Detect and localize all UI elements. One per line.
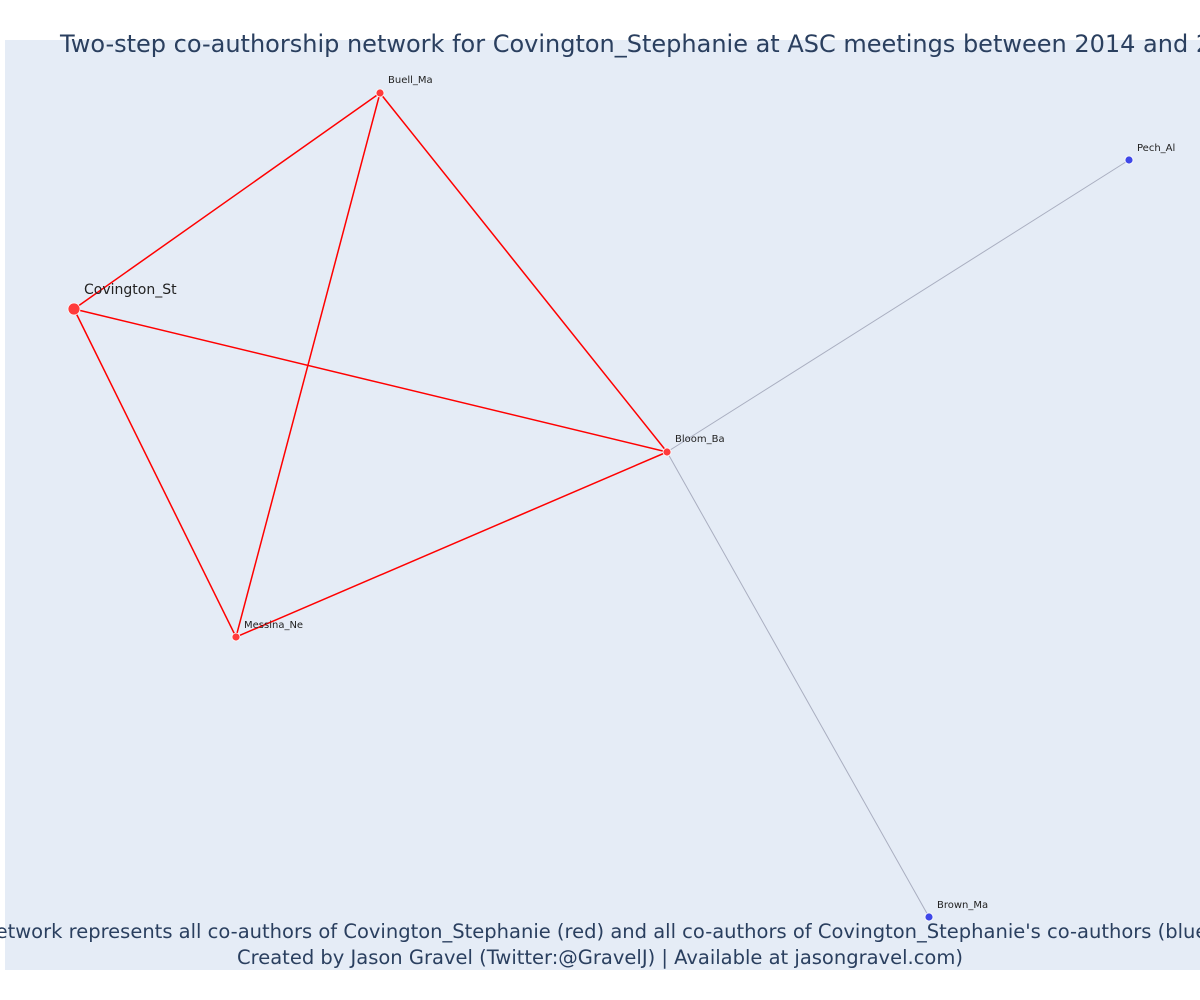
edge-Covington_St-Buell_Ma <box>73 92 381 310</box>
node-Pech_Al[interactable] <box>1124 155 1134 165</box>
nodes-layer <box>67 88 1134 922</box>
plot-background <box>5 40 1200 970</box>
edge-Covington_St-Bloom_Ba <box>73 308 668 453</box>
node-label-Pech_Al: Pech_Al <box>1137 143 1175 154</box>
node-Bloom_Ba[interactable] <box>662 447 672 457</box>
caption-line-1: Network represents all co-authors of Cov… <box>0 920 1200 943</box>
edge-Bloom_Ba-Pech_Al <box>666 159 1130 453</box>
node-Covington_St[interactable] <box>67 302 81 316</box>
edge-Bloom_Ba-Brown_Ma <box>666 451 930 918</box>
node-Messina_Ne[interactable] <box>231 632 241 642</box>
node-Buell_Ma[interactable] <box>375 88 385 98</box>
node-label-Messina_Ne: Messina_Ne <box>244 620 303 631</box>
chart-title: Two-step co-authorship network for Covin… <box>59 30 1200 58</box>
node-label-Buell_Ma: Buell_Ma <box>388 75 433 86</box>
caption-line-2: Created by Jason Gravel (Twitter:@Gravel… <box>237 946 963 969</box>
node-label-Covington_St: Covington_St <box>84 282 177 298</box>
node-label-Brown_Ma: Brown_Ma <box>937 900 988 911</box>
edge-Buell_Ma-Bloom_Ba <box>379 92 668 453</box>
edge-Covington_St-Messina_Ne <box>73 308 237 638</box>
node-Brown_Ma[interactable] <box>924 912 934 922</box>
edge-Messina_Ne-Bloom_Ba <box>235 451 668 638</box>
edge-Buell_Ma-Messina_Ne <box>235 92 381 638</box>
node-label-Bloom_Ba: Bloom_Ba <box>675 434 725 445</box>
edges-layer <box>73 92 1130 918</box>
